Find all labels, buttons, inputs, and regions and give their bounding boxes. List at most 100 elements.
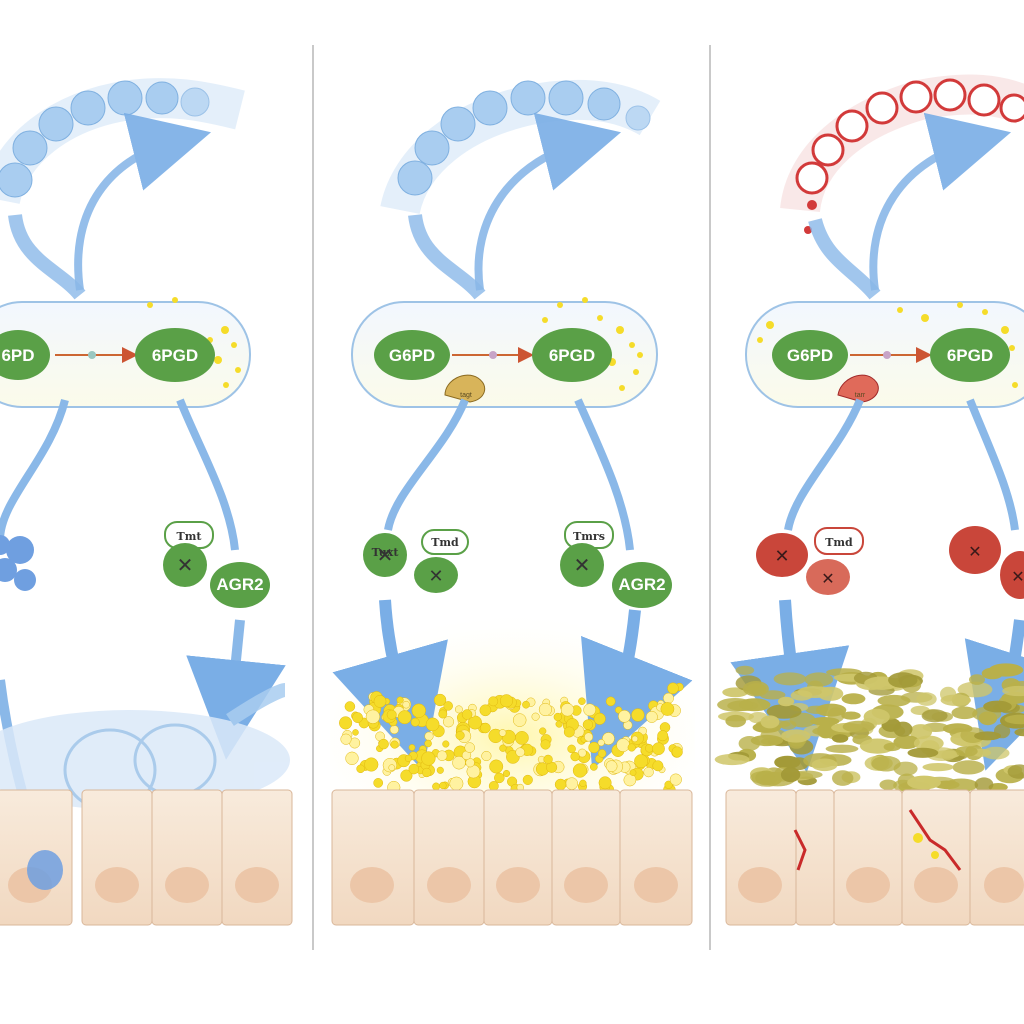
granule: [645, 744, 654, 753]
flow-arrow: [474, 112, 622, 291]
olive-granule: [841, 711, 861, 720]
olive-layer: [714, 663, 1024, 793]
granule: [515, 747, 525, 757]
granule: [436, 766, 444, 774]
enzyme-b: [930, 328, 1010, 382]
olive-granule: [722, 687, 749, 698]
granule: [618, 709, 631, 723]
olive-granule: [969, 674, 985, 685]
olive-granule: [774, 755, 801, 769]
granule: [671, 746, 683, 758]
olive-granule: [797, 686, 833, 698]
granule: [422, 767, 432, 778]
olive-granule: [777, 696, 795, 707]
tag-protein-red: ✕ Tmd ✕: [756, 527, 864, 595]
granule: [455, 730, 465, 740]
granule: [593, 712, 606, 725]
olive-granule: [780, 767, 801, 783]
granule: [588, 741, 600, 754]
granule: [543, 754, 553, 765]
epithelium: [725, 789, 1024, 926]
inhibit-mark: ✕: [574, 555, 591, 577]
granule: [449, 776, 464, 791]
granule: [356, 764, 365, 774]
olive-granule: [781, 729, 811, 743]
intermediate-dot: [88, 351, 96, 359]
granule: [373, 778, 384, 788]
olive-granule: [817, 723, 835, 739]
inhibit-mark: ✕: [428, 566, 443, 586]
olive-granule: [804, 672, 834, 687]
olive-granule: [832, 770, 854, 786]
granule: [454, 705, 463, 714]
tag-label: Tmd: [825, 536, 853, 549]
granule: [404, 754, 413, 763]
granule: [408, 763, 420, 775]
tag-protein: Tmt ✕: [163, 521, 214, 587]
flow-arrow: [574, 398, 634, 551]
olive-granule: [779, 720, 797, 730]
blue-protein: [0, 535, 36, 591]
flow-arrow: [8, 213, 86, 300]
tag-protein: Tuxt ✕ Tmd ✕: [363, 529, 469, 593]
flow-arrow: [384, 398, 469, 531]
olive-granule: [766, 704, 802, 719]
olive-granule: [760, 729, 787, 741]
granule: [512, 713, 527, 727]
granule: [364, 757, 379, 772]
granule: [515, 731, 529, 745]
inhibit-mark: ✕: [968, 544, 981, 561]
granule: [567, 744, 576, 754]
granule: [481, 750, 492, 762]
granule: [652, 760, 664, 772]
enzyme-a-label: G6PD: [389, 346, 435, 365]
granule: [425, 717, 440, 732]
granule: [464, 742, 475, 753]
olive-granule: [983, 700, 1012, 713]
olive-granule: [921, 709, 948, 723]
granule: [396, 696, 404, 704]
panel-left: 6PD 6PGD Tmt ✕ AGR2: [0, 78, 293, 926]
flow-arrow: [808, 218, 881, 300]
flow-arrow: [186, 619, 286, 760]
olive-granule: [879, 779, 897, 791]
small-tag: tagt: [444, 374, 486, 403]
olive-granule: [952, 760, 985, 775]
olive-granule: [842, 720, 875, 733]
granule: [578, 697, 586, 705]
granule: [522, 700, 530, 709]
granule: [553, 712, 562, 722]
olive-granule: [893, 721, 913, 737]
granule: [664, 780, 673, 789]
enzyme-b-label: 6PGD: [152, 346, 198, 365]
granule: [616, 738, 630, 752]
granule: [589, 763, 598, 771]
granule: [488, 781, 499, 791]
olive-granule: [974, 777, 994, 792]
olive-granule: [1007, 764, 1024, 779]
small-tag: tarr: [837, 374, 879, 403]
flow-arrow: [869, 112, 1012, 291]
granule: [498, 729, 507, 737]
olive-granule: [1002, 685, 1024, 697]
granule: [386, 709, 397, 720]
enzyme-a: [374, 330, 450, 380]
granule: [400, 769, 413, 782]
granule: [602, 732, 615, 745]
granule: [539, 727, 547, 735]
granule: [634, 754, 649, 769]
olive-granule: [863, 708, 890, 725]
olive-granule: [982, 746, 1010, 760]
olive-granule: [988, 783, 1008, 792]
granule: [410, 717, 420, 727]
granule: [443, 701, 453, 711]
olive-granule: [815, 703, 847, 717]
granule: [461, 709, 473, 720]
granule: [577, 748, 587, 758]
olive-granule: [738, 736, 761, 751]
granule: [421, 751, 436, 766]
olive-granule: [1014, 728, 1024, 737]
olive-granule: [974, 731, 1002, 741]
olive-granule: [888, 672, 918, 688]
olive-granule: [735, 665, 755, 675]
